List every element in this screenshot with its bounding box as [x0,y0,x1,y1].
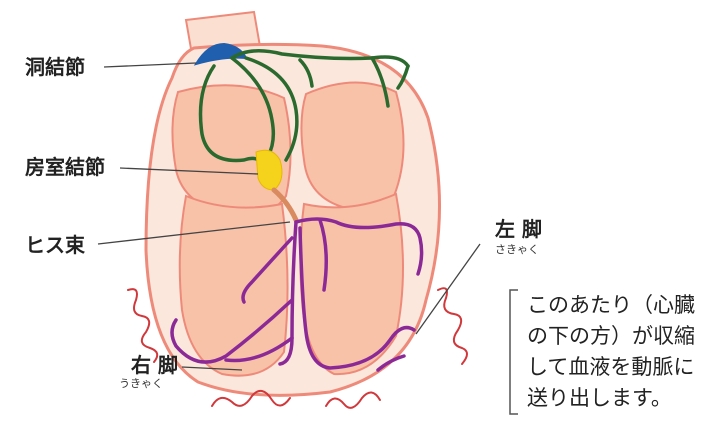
note-bracket [510,290,518,414]
left-ventricle [300,194,403,374]
note-line: して血液を動脈に [527,352,694,383]
his-bundle-label: ヒス束 [25,235,85,255]
note-line: 送り出します。 [527,383,672,414]
note-line: このあたり（心臓 [527,290,695,321]
right-bundle-branch-label: 右 脚 [131,355,178,375]
left-bundle-branch-label: 左 脚 [495,219,542,239]
sinus-node-label: 洞結節 [25,57,85,77]
left-bundle-branch-reading: さきゃく [495,244,539,255]
right-atrium [172,85,290,216]
right-bundle-branch-reading: うきゃく [119,378,163,389]
note-line: の下の方）が収縮 [527,321,695,352]
av-node-label: 房室結節 [25,157,105,177]
